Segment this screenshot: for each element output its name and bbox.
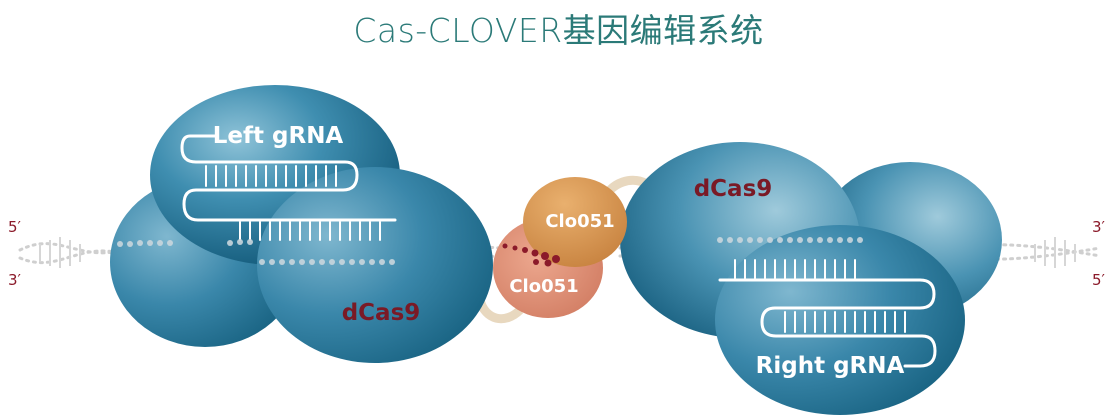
left-lobe-front [257,167,493,363]
dna-dots-over-proteins [117,237,863,265]
dna-rungs-left-end [39,237,81,268]
dna-end-right-top: 3′ [1092,218,1106,236]
clo051-bottom-label: Clo051 [509,276,578,297]
dna-rungs-right-end [1034,237,1076,268]
dna-end-left-bottom: 3′ [8,271,22,289]
dcas9-right-label: dCas9 [694,176,773,202]
clo051-dimer [493,177,627,318]
dna-end-left-top: 5′ [8,218,22,236]
right-lobe-front [715,225,965,415]
cut-site [502,243,560,267]
dcas9-left-label: dCas9 [342,300,421,326]
right-grna-label: Right gRNA [756,353,905,379]
clo051-top-shape [523,177,627,267]
right-grna [718,259,937,368]
left-grna-label: Left gRNA [213,123,344,149]
clo051-top-label: Clo051 [545,211,614,232]
dna-end-right-bottom: 5′ [1092,271,1106,289]
diagram-title: Cas-CLOVER基因编辑系统 [353,11,764,50]
left-grna [180,134,397,241]
